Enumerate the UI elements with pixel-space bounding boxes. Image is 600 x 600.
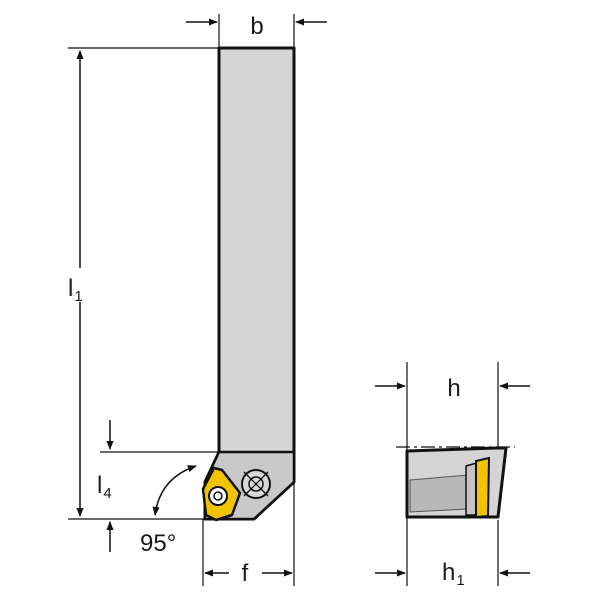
- end-view-extension-lines: [406, 362, 499, 586]
- dimension-angle: 95°: [140, 465, 197, 557]
- dimension-h: h: [375, 375, 530, 402]
- dimension-l1: l1: [68, 50, 84, 517]
- dimension-label-b: b: [250, 13, 263, 40]
- clamp-screw-icon: [241, 469, 271, 499]
- end-view: [396, 446, 515, 519]
- dimension-h1: h1: [375, 559, 530, 589]
- extension-lines: [68, 14, 295, 586]
- dimension-f: f: [204, 560, 293, 587]
- dimension-l4: l4: [97, 420, 114, 552]
- dimension-label-h: h: [447, 375, 460, 402]
- cutting-insert: [201, 466, 242, 522]
- dimension-label-l1: l1: [68, 275, 83, 305]
- dimension-label-h1: h1: [442, 559, 465, 589]
- dimension-label-l4: l4: [97, 472, 112, 502]
- dimension-b: b: [186, 13, 327, 40]
- end-view-shading: [409, 474, 469, 513]
- end-view-insert: [475, 456, 491, 519]
- dimension-label-angle: 95°: [140, 530, 176, 557]
- dimension-label-f: f: [242, 560, 249, 587]
- shank-body: [203, 46, 296, 521]
